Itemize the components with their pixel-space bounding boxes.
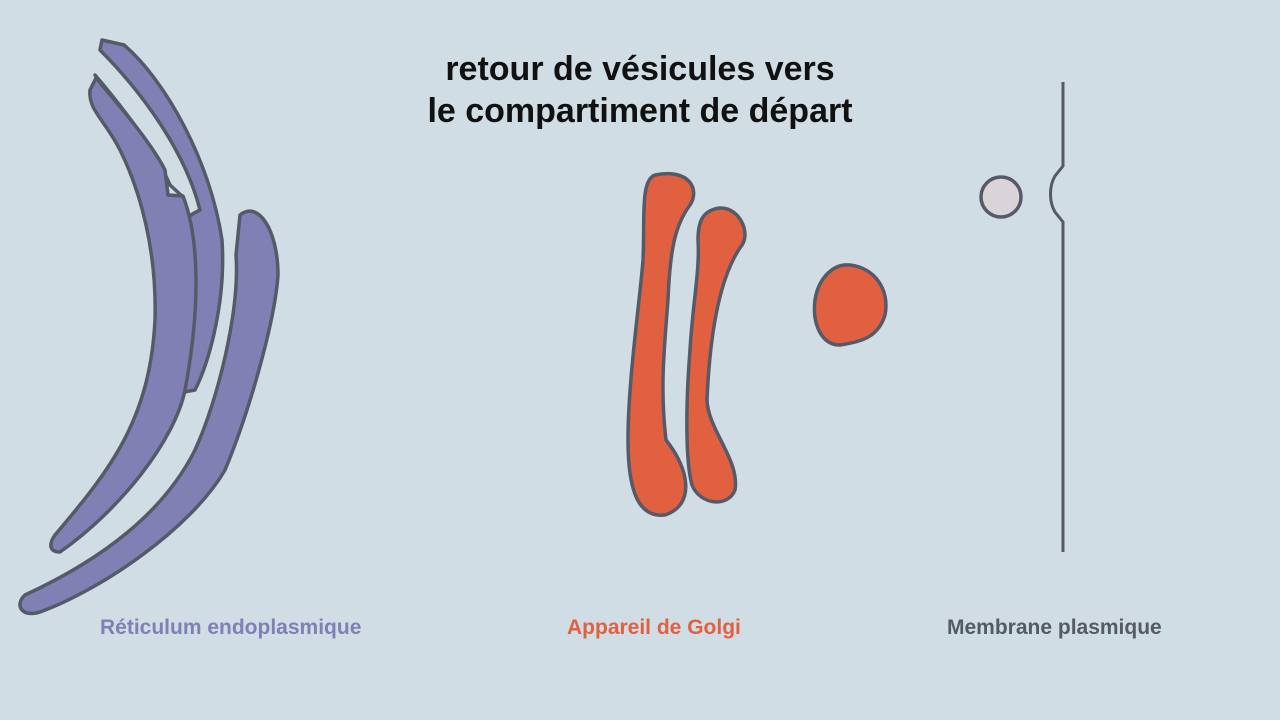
- title-line-1: retour de vésicules vers: [445, 50, 835, 88]
- vesicle-icon: [979, 175, 1023, 219]
- label-golgi: Appareil de Golgi: [567, 616, 741, 639]
- label-er: Réticulum endoplasmique: [100, 616, 362, 639]
- plasma-membrane-shape: [1049, 82, 1065, 552]
- label-membrane: Membrane plasmique: [947, 616, 1162, 639]
- endoplasmic-reticulum-shape: [18, 38, 280, 616]
- slide-title: retour de vésicules vers le compartiment…: [0, 48, 1280, 132]
- title-line-2: le compartiment de départ: [427, 92, 853, 130]
- golgi-apparatus-shape: [626, 171, 888, 517]
